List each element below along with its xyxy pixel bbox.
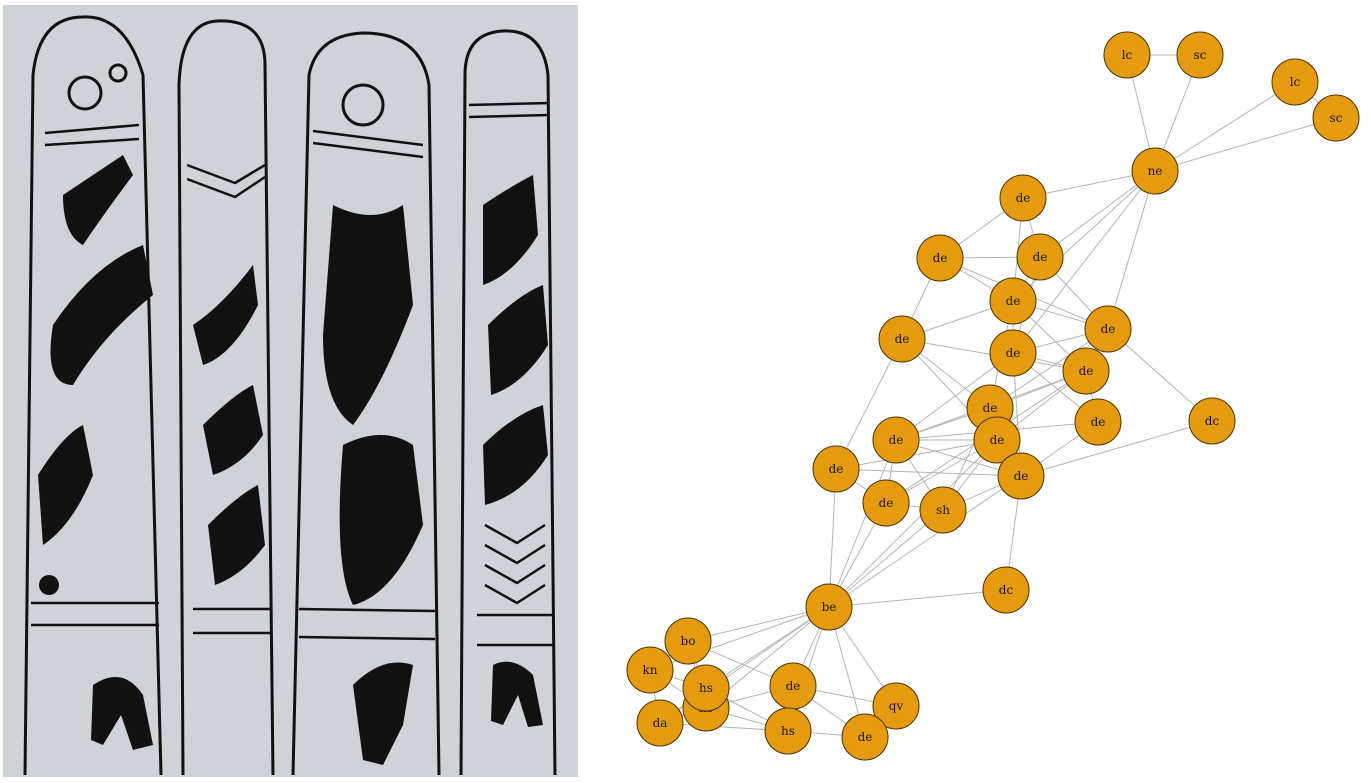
network-graph-panel: lc sc lc sc ne de de de de de de de de de de dc de de de de… [600, 0, 1371, 779]
sun-circle-2 [110, 65, 126, 81]
graph-node-label: be [822, 600, 837, 614]
graph-node-label: de [829, 462, 844, 476]
graph-node-label: de [786, 679, 801, 693]
graph-node: de [863, 480, 909, 526]
graph-node: sc [1177, 32, 1223, 78]
graph-node: de [842, 714, 888, 760]
graph-node-label: de [889, 433, 904, 447]
graph-node-label: sh [936, 503, 950, 517]
graph-edge [1155, 118, 1336, 171]
graph-edge [1108, 171, 1155, 329]
graph-node-label: bo [681, 634, 696, 648]
graph-node-label: de [1014, 469, 1029, 483]
stele-1-outline [25, 17, 161, 775]
graph-node: de [1017, 234, 1063, 280]
graph-node-label: qv [889, 699, 904, 713]
graph-node-label: sc [1194, 48, 1207, 62]
graph-node-label: hs [781, 724, 795, 738]
network-graph: lc sc lc sc ne de de de de de de de de de de dc de de de de… [600, 0, 1371, 779]
stele-drawings-panel [3, 5, 578, 777]
graph-node: de [879, 316, 925, 362]
graph-node: lc [1104, 32, 1150, 78]
graph-edge [829, 590, 1006, 607]
graph-edge [1155, 82, 1295, 171]
sun-circle-3 [343, 85, 383, 125]
graph-node: de [998, 453, 1044, 499]
graph-node-label: lc [1122, 48, 1133, 62]
stele-2-outline [179, 21, 273, 775]
graph-node: sh [920, 487, 966, 533]
graph-node-label: de [858, 730, 873, 744]
graph-node: dc [983, 567, 1029, 613]
graph-node: de [1075, 399, 1121, 445]
graph-node: hs [765, 708, 811, 754]
graph-node: bo [665, 618, 711, 664]
graph-node-label: de [1016, 191, 1031, 205]
graph-node: de [770, 663, 816, 709]
graph-node: da [637, 700, 683, 746]
graph-node: ne [1132, 148, 1178, 194]
graph-node-label: de [1006, 346, 1021, 360]
graph-node-label: kn [643, 663, 658, 677]
graph-node-label: de [1033, 250, 1048, 264]
graph-node: hs [683, 665, 729, 711]
graph-node: sc [1313, 95, 1359, 141]
graph-node-label: de [933, 251, 948, 265]
graph-node: de [1085, 306, 1131, 352]
graph-node-label: sc [1330, 111, 1343, 125]
graph-node-label: de [895, 332, 910, 346]
graph-node: de [873, 417, 919, 463]
graph-node-label: de [990, 433, 1005, 447]
graph-node-label: da [653, 716, 668, 730]
graph-node: be [806, 584, 852, 630]
graph-node-label: de [879, 496, 894, 510]
graph-node: de [813, 446, 859, 492]
graph-node: kn [627, 647, 673, 693]
stele-drawings [3, 5, 578, 777]
graph-node-label: de [1006, 294, 1021, 308]
graph-node: de [1000, 175, 1046, 221]
graph-node: dc [1189, 398, 1235, 444]
graph-nodes: lc sc lc sc ne de de de de de de de de de de dc de de de de… [627, 32, 1359, 760]
graph-node-label: ne [1148, 164, 1163, 178]
graph-node: lc [1272, 59, 1318, 105]
graph-node-label: de [1091, 415, 1106, 429]
graph-node: de [990, 278, 1036, 324]
graph-node: de [1063, 348, 1109, 394]
graph-node-label: de [983, 401, 998, 415]
graph-node-label: hs [699, 681, 713, 695]
graph-node-label: dc [1205, 414, 1220, 428]
graph-node: de [990, 330, 1036, 376]
graph-node-label: de [1079, 364, 1094, 378]
graph-node-label: dc [999, 583, 1014, 597]
graph-node-label: de [1101, 322, 1116, 336]
graph-node: de [917, 235, 963, 281]
sun-circle-1 [69, 77, 101, 109]
graph-node-label: lc [1290, 75, 1301, 89]
